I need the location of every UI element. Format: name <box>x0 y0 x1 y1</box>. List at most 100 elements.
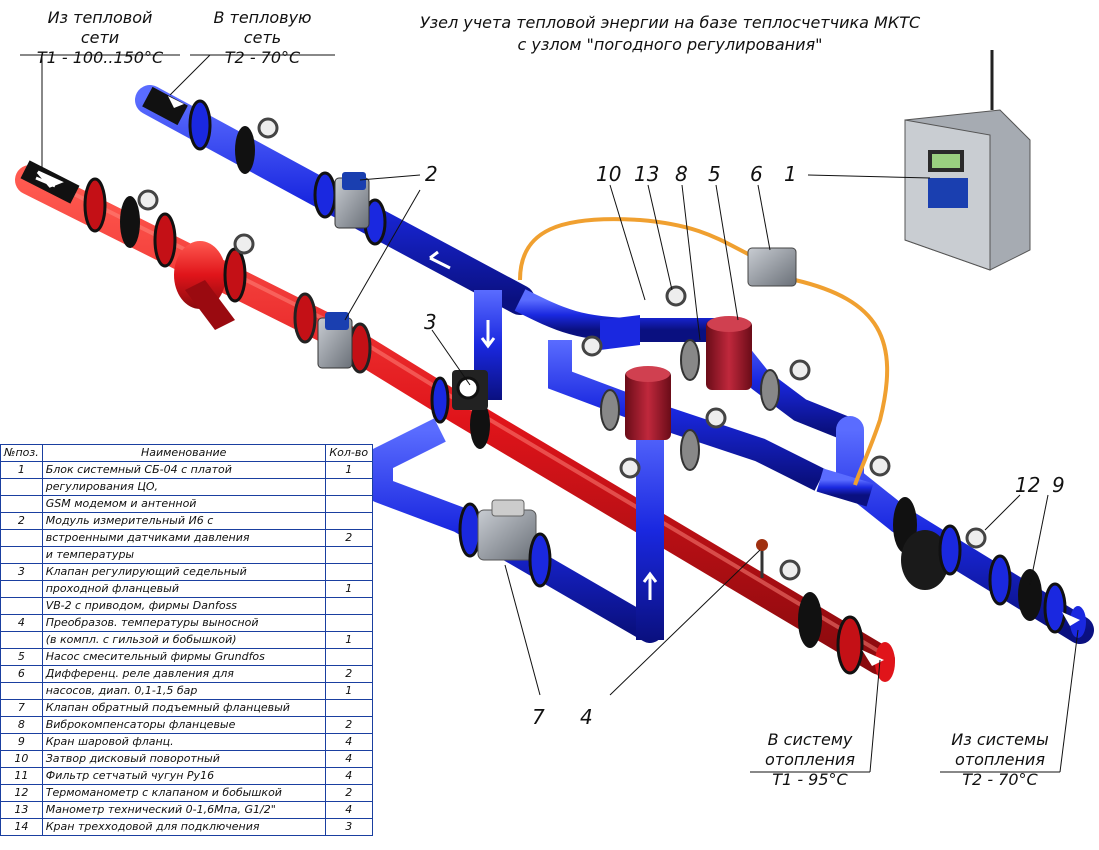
spec-cell-pos <box>0 529 43 547</box>
spec-cell-pos <box>0 495 43 513</box>
to-network-line1: В тепловую <box>213 8 312 27</box>
spec-cell-name: регулирования ЦО, <box>41 478 326 496</box>
spec-cell-qty: 4 <box>324 750 373 768</box>
callout-10: 10 <box>596 162 622 186</box>
spec-cell-name: встроенными датчиками давления <box>41 529 326 547</box>
callout-2: 2 <box>425 162 438 186</box>
spec-cell-qty: 1 <box>324 682 373 700</box>
spec-cell-name: VB-2 с приводом, фирмы Danfoss <box>41 597 326 615</box>
to-network-line3: T2 - 70°C <box>224 48 301 67</box>
from-network-line1: Из тепловой <box>47 8 153 27</box>
spec-header-pos: №поз. <box>0 444 43 462</box>
spec-cell-name: Фильтр сетчатый чугун Ру16 <box>41 767 326 785</box>
pump-upper <box>680 316 780 411</box>
spec-cell-pos: 7 <box>0 699 43 717</box>
spec-cell-qty <box>324 546 373 564</box>
title-line-1: Узел учета тепловой энергии на базе тепл… <box>419 13 921 32</box>
spec-cell-pos: 12 <box>0 784 43 802</box>
to-heating-line1: В систему <box>767 730 853 749</box>
spec-cell-pos: 6 <box>0 665 43 683</box>
check-valve <box>458 499 552 588</box>
callout-13: 13 <box>634 162 660 186</box>
spec-cell-qty: 4 <box>324 767 373 785</box>
callout-3: 3 <box>424 310 437 334</box>
measurement-module-supply <box>317 312 353 369</box>
callout-6: 6 <box>750 162 763 186</box>
spec-cell-pos <box>0 580 43 598</box>
spec-cell-pos <box>0 478 43 496</box>
pressure-gauges <box>137 117 987 581</box>
measurement-module-return <box>334 172 370 229</box>
spec-row: GSM модемом и антенной <box>0 495 373 513</box>
to-network-line2: сеть <box>243 28 282 47</box>
spec-cell-qty <box>324 478 373 496</box>
spec-header-name: Наименование <box>41 444 326 462</box>
from-network-line2: сети <box>80 28 120 47</box>
spec-cell-qty <box>324 648 373 666</box>
to-heating-line2: отопления <box>765 750 855 769</box>
callout-1: 1 <box>784 162 797 186</box>
spec-cell-qty <box>324 563 373 581</box>
system-unit <box>904 50 1031 271</box>
spec-cell-qty <box>324 597 373 615</box>
spec-cell-name: Клапан регулирующий седельный <box>41 563 326 581</box>
from-heating-line2: отопления <box>955 750 1045 769</box>
spec-cell-qty: 2 <box>324 665 373 683</box>
callout-12: 12 <box>1015 473 1041 497</box>
spec-cell-pos: 5 <box>0 648 43 666</box>
spec-cell-name: Дифференц. реле давления для <box>41 665 326 683</box>
spec-cell-name: Манометр технический 0-1,6Мпа, G1/2" <box>41 801 326 819</box>
label-from-network: Из тепловой сети T1 - 100..150°C <box>20 8 180 68</box>
spec-cell-pos: 13 <box>0 801 43 819</box>
spec-cell-pos: 1 <box>0 461 43 479</box>
temperature-transducer <box>756 539 768 578</box>
spec-cell-pos: 11 <box>0 767 43 785</box>
spec-cell-name: Блок системный СБ-04 с платой <box>41 461 326 479</box>
spec-cell-qty <box>324 512 373 530</box>
callout-8: 8 <box>675 162 688 186</box>
spec-cell-qty <box>324 699 373 717</box>
spec-cell-pos: 2 <box>0 512 43 530</box>
callout-4: 4 <box>580 705 593 729</box>
spec-cell-name: и температуры <box>41 546 326 564</box>
spec-cell-name: Клапан обратный подъемный фланцевый <box>41 699 326 717</box>
spec-cell-name: Кран шаровой фланц. <box>41 733 326 751</box>
spec-cell-pos: 3 <box>0 563 43 581</box>
spec-cell-name: Термоманометр с клапаном и бобышкой <box>41 784 326 802</box>
spec-cell-qty <box>324 495 373 513</box>
spec-cell-qty: 3 <box>324 818 373 836</box>
label-to-network: В тепловую сеть T2 - 70°C <box>190 8 335 68</box>
spec-header-qty: Кол-во <box>324 444 373 462</box>
spec-cell-qty: 1 <box>324 580 373 598</box>
spec-cell-pos: 8 <box>0 716 43 734</box>
spec-cell-pos <box>0 631 43 649</box>
spec-cell-pos: 10 <box>0 750 43 768</box>
spec-cell-name: Модуль измерительный И6 с <box>41 512 326 530</box>
spec-header-row: №поз. Наименование Кол-во <box>0 444 373 462</box>
from-heating-line3: T2 - 70°C <box>962 770 1038 789</box>
pump-lower <box>600 366 700 471</box>
spec-cell-name: проходной фланцевый <box>41 580 326 598</box>
spec-cell-pos: 9 <box>0 733 43 751</box>
spec-cell-qty <box>324 614 373 632</box>
spec-cell-qty: 1 <box>324 461 373 479</box>
spec-cell-qty: 1 <box>324 631 373 649</box>
spec-cell-qty: 4 <box>324 801 373 819</box>
spec-row: и температуры <box>0 546 373 564</box>
